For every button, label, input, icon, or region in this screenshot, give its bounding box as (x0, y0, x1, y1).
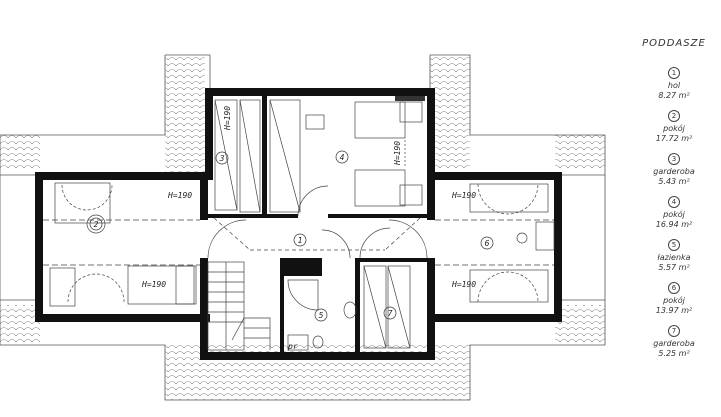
room-name: hol (667, 81, 681, 90)
room-number-badge: 2 (668, 110, 680, 122)
room-number-3: 3 (219, 154, 225, 163)
room-area: 5.25 m² (658, 349, 690, 358)
wc-label: pr (287, 342, 298, 351)
legend-room-1: 1 hol 8.27 m² (630, 65, 718, 101)
floor-title: PODDASZE (642, 38, 706, 49)
room-area: 8.27 m² (658, 91, 690, 100)
legend-room-7: 7 garderoba 5.25 m² (630, 323, 718, 359)
interior-lines (43, 99, 555, 351)
room-number-4: 4 (340, 153, 345, 162)
room-legend: PODDASZE 1 hol 8.27 m² 2 pokój 17.72 m² … (630, 38, 718, 366)
h190-label-room2-top: H=190 (167, 191, 192, 200)
h190-label-room6-bottom: H=190 (451, 280, 476, 289)
room-area: 16.94 m² (655, 220, 693, 229)
height-labels: H=190 H=190 H=190 H=190 H=190 H=190 pr (141, 106, 476, 351)
room-number-badge: 4 (668, 196, 680, 208)
room-area: 5.43 m² (658, 177, 690, 186)
room-markers (89, 150, 494, 322)
h190-label-room2-bottom: H=190 (141, 280, 166, 289)
room-name: garderoba (653, 339, 695, 348)
h190-label-room4: H=190 (393, 141, 402, 166)
room-area: 17.72 m² (655, 134, 693, 143)
room-numbers: 3 4 1 2 5 6 7 (94, 153, 490, 320)
legend-room-5: 5 łazienka 5.57 m² (630, 237, 718, 273)
room-name: pokój (663, 210, 685, 219)
room-name: pokój (663, 124, 685, 133)
h190-label-wardrobe: H=190 (223, 106, 232, 131)
room-name: garderoba (653, 167, 695, 176)
legend-room-2: 2 pokój 17.72 m² (630, 108, 718, 144)
room-number-badge: 7 (668, 325, 680, 337)
room-name: pokój (663, 296, 685, 305)
room-number-7: 7 (388, 309, 393, 318)
room-number-badge: 6 (668, 282, 680, 294)
room-number-1: 1 (298, 236, 303, 245)
roof-outline (0, 54, 606, 401)
room-number-2: 2 (94, 220, 99, 229)
room-name: łazienka (657, 253, 691, 262)
walls (35, 88, 562, 360)
h190-label-room6-top: H=190 (451, 191, 476, 200)
room-number-6: 6 (485, 239, 490, 248)
room-area: 13.97 m² (655, 306, 693, 315)
room-area: 5.57 m² (658, 263, 690, 272)
room-number-badge: 5 (668, 239, 680, 251)
legend-room-4: 4 pokój 16.94 m² (630, 194, 718, 230)
legend-room-6: 6 pokój 13.97 m² (630, 280, 718, 316)
legend-room-3: 3 garderoba 5.43 m² (630, 151, 718, 187)
room-number-badge: 3 (668, 153, 680, 165)
room-number-5: 5 (319, 311, 324, 320)
room-number-badge: 1 (668, 67, 680, 79)
